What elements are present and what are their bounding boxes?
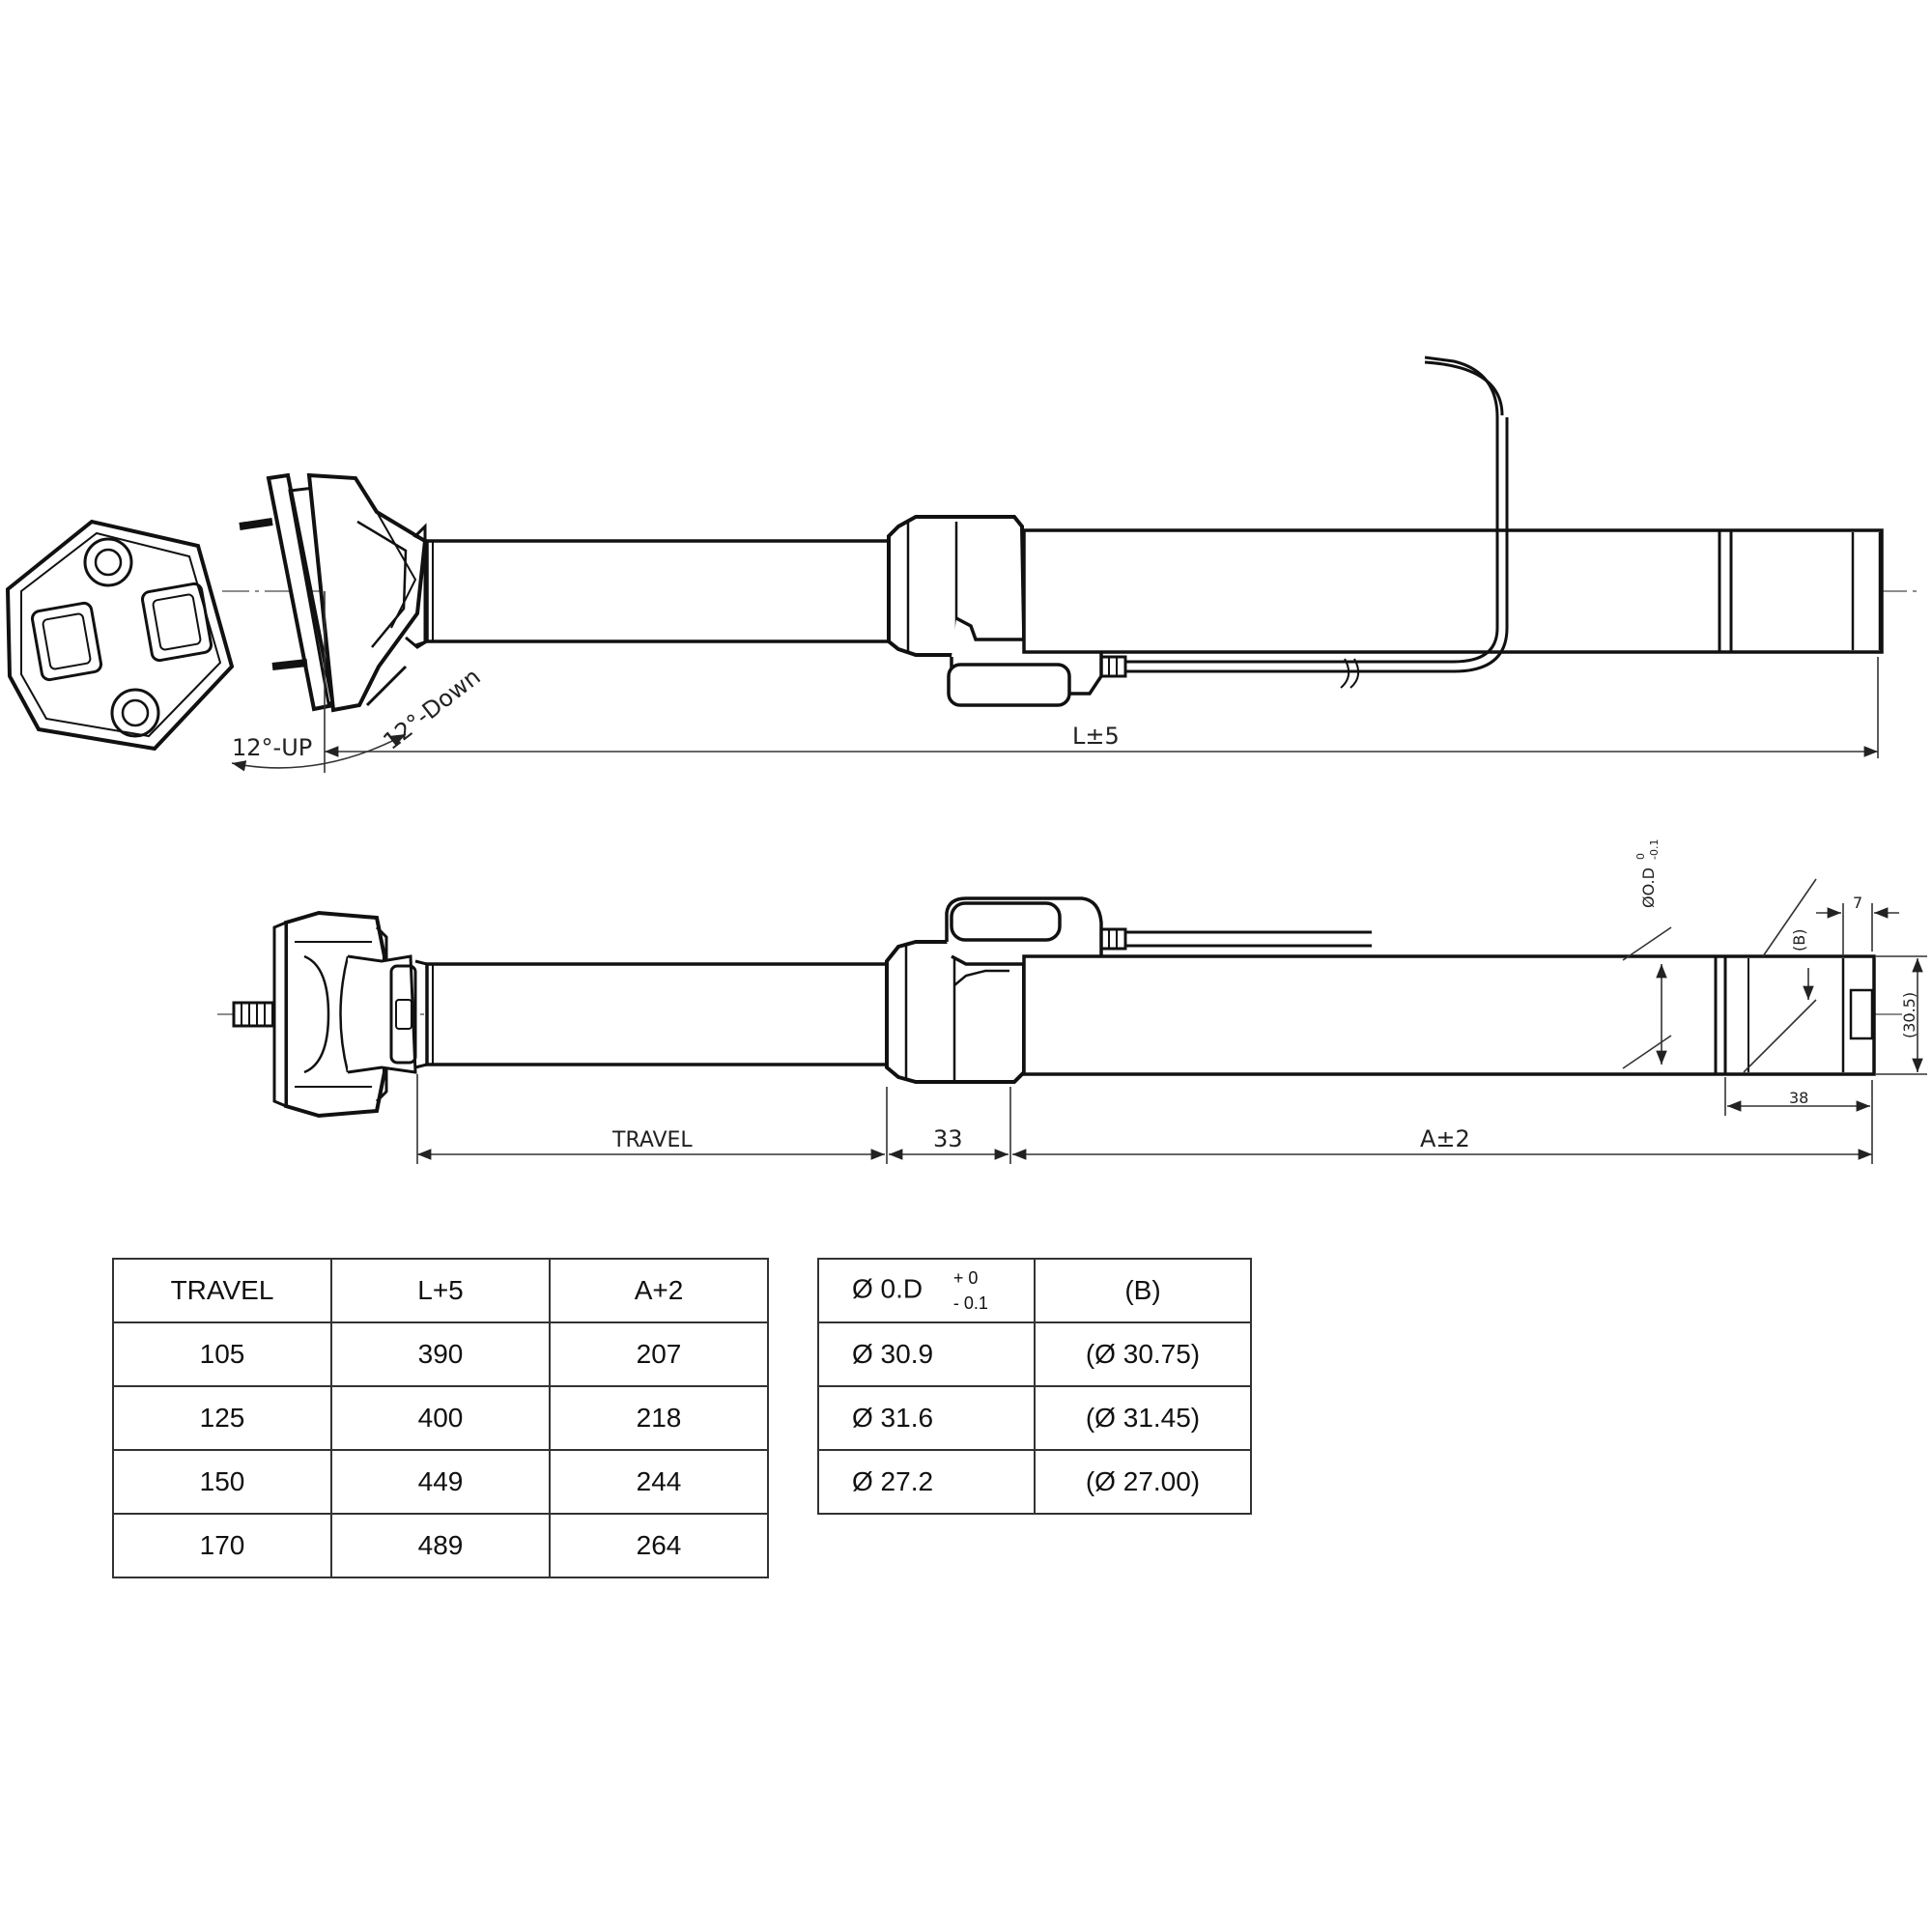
tilt-angle-dimension — [231, 591, 407, 773]
table-row: 125 400 218 — [112, 1385, 769, 1451]
bolt-head-lower — [110, 688, 160, 738]
side-view — [217, 878, 1927, 1164]
table-cell: 170 — [112, 1513, 332, 1578]
length-dim-label: L±5 — [1072, 723, 1120, 750]
table-header-row: Ø 0.D + 0 - 0.1 (B) — [817, 1258, 1252, 1323]
table-cell: 489 — [330, 1513, 551, 1578]
table-cell: 449 — [330, 1449, 551, 1515]
table-cell: Ø 30.9 — [817, 1321, 1036, 1387]
top-view — [5, 355, 1918, 773]
side-dimensions — [416, 878, 1927, 1164]
od-dim-label: ØO.D — [1639, 867, 1658, 908]
table-cell: 390 — [330, 1321, 551, 1387]
table-cell: Ø 27.2 — [817, 1449, 1036, 1515]
table-cell: 244 — [549, 1449, 769, 1515]
header-a: A+2 — [549, 1258, 769, 1323]
bolt-head-upper — [83, 537, 133, 587]
table-cell: (Ø 27.00) — [1034, 1449, 1252, 1515]
dim-38-label: 38 — [1789, 1089, 1808, 1107]
collar-dim-label: 33 — [933, 1125, 963, 1152]
tilted-clamp-head — [239, 472, 428, 713]
angle-up-label: 12°-UP — [232, 734, 312, 761]
table-row: Ø 27.2 (Ø 27.00) — [817, 1449, 1252, 1515]
table-header-row: TRAVEL L+5 A+2 — [112, 1258, 769, 1323]
upper-stanchion-top — [414, 534, 891, 647]
header-travel: TRAVEL — [112, 1258, 332, 1323]
header-od-label: Ø 0.D — [852, 1273, 923, 1304]
diameter-spec-table: Ø 0.D + 0 - 0.1 (B) Ø 30.9 (Ø 30.75) Ø 3… — [817, 1258, 1252, 1515]
table-cell: 207 — [549, 1321, 769, 1387]
header-od-tolerance: + 0 - 0.1 — [953, 1265, 988, 1316]
table-cell: 218 — [549, 1385, 769, 1451]
table-cell: (Ø 30.75) — [1034, 1321, 1252, 1387]
header-tol-plus: + 0 — [952, 1268, 979, 1288]
travel-dim-label: TRAVEL — [611, 1128, 693, 1152]
header-l: L+5 — [330, 1258, 551, 1323]
header-od: Ø 0.D + 0 - 0.1 — [817, 1258, 1036, 1323]
table-cell: 150 — [112, 1449, 332, 1515]
clamp-head-side — [272, 910, 417, 1119]
dim-7-label: 7 — [1853, 894, 1862, 912]
lower-tube-top — [1022, 528, 1884, 654]
upper-stanchion-side — [414, 959, 889, 1069]
header-b: (B) — [1034, 1258, 1252, 1323]
table-row: Ø 30.9 (Ø 30.75) — [817, 1321, 1252, 1387]
table-row: Ø 31.6 (Ø 31.45) — [817, 1385, 1252, 1451]
header-tol-minus: - 0.1 — [952, 1293, 988, 1313]
clamp-window-right — [140, 582, 213, 663]
clamp-window-left — [30, 601, 103, 682]
od-tol-plus: 0 — [1634, 853, 1647, 860]
od-tol-minus: -0.1 — [1648, 839, 1661, 860]
collar-side — [885, 896, 1372, 1084]
table-row: 105 390 207 — [112, 1321, 769, 1387]
table-cell: 264 — [549, 1513, 769, 1578]
saddle-clamp-plate — [5, 519, 235, 752]
table-cell: (Ø 31.45) — [1034, 1385, 1252, 1451]
dim-305-label: (30.5) — [1900, 992, 1918, 1038]
table-cell: 400 — [330, 1385, 551, 1451]
collar-top — [887, 515, 1127, 707]
remote-cable-top — [1125, 355, 1509, 689]
lower-tube-side — [1022, 954, 1876, 1076]
table-cell: 105 — [112, 1321, 332, 1387]
a-dim-label: A±2 — [1420, 1125, 1470, 1152]
b-dim-label: (B) — [1790, 929, 1808, 952]
table-cell: 125 — [112, 1385, 332, 1451]
travel-spec-table: TRAVEL L+5 A+2 105 390 207 125 400 218 1… — [112, 1258, 769, 1578]
table-row: 150 449 244 — [112, 1449, 769, 1515]
table-cell: Ø 31.6 — [817, 1385, 1036, 1451]
table-row: 170 489 264 — [112, 1513, 769, 1578]
length-dimension — [325, 657, 1879, 758]
